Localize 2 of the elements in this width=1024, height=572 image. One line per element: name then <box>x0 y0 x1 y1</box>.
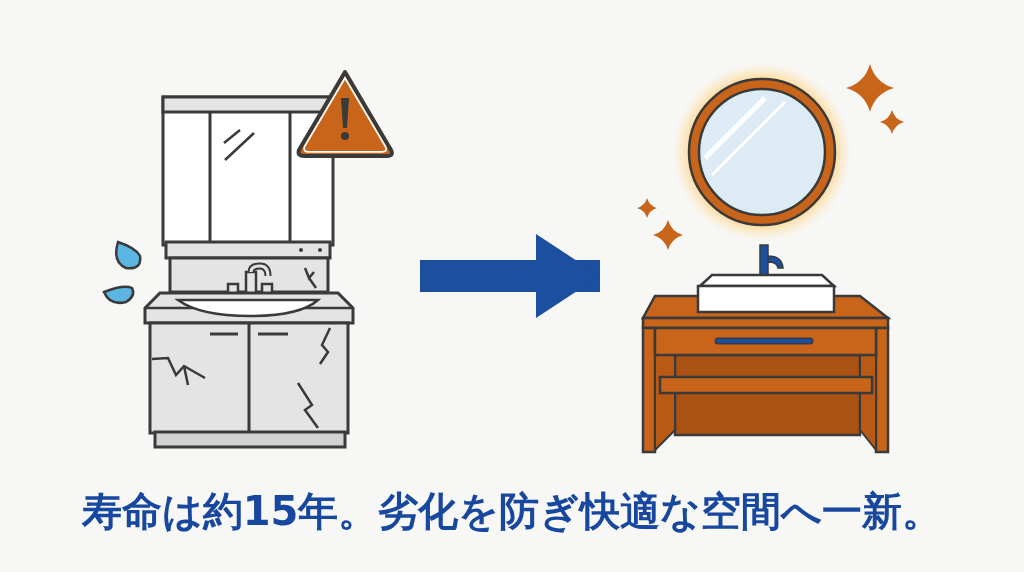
arrow <box>420 234 600 318</box>
caption-text: 寿命は約15年。劣化を防ぎ快適な空間へ一新。 <box>81 488 943 534</box>
